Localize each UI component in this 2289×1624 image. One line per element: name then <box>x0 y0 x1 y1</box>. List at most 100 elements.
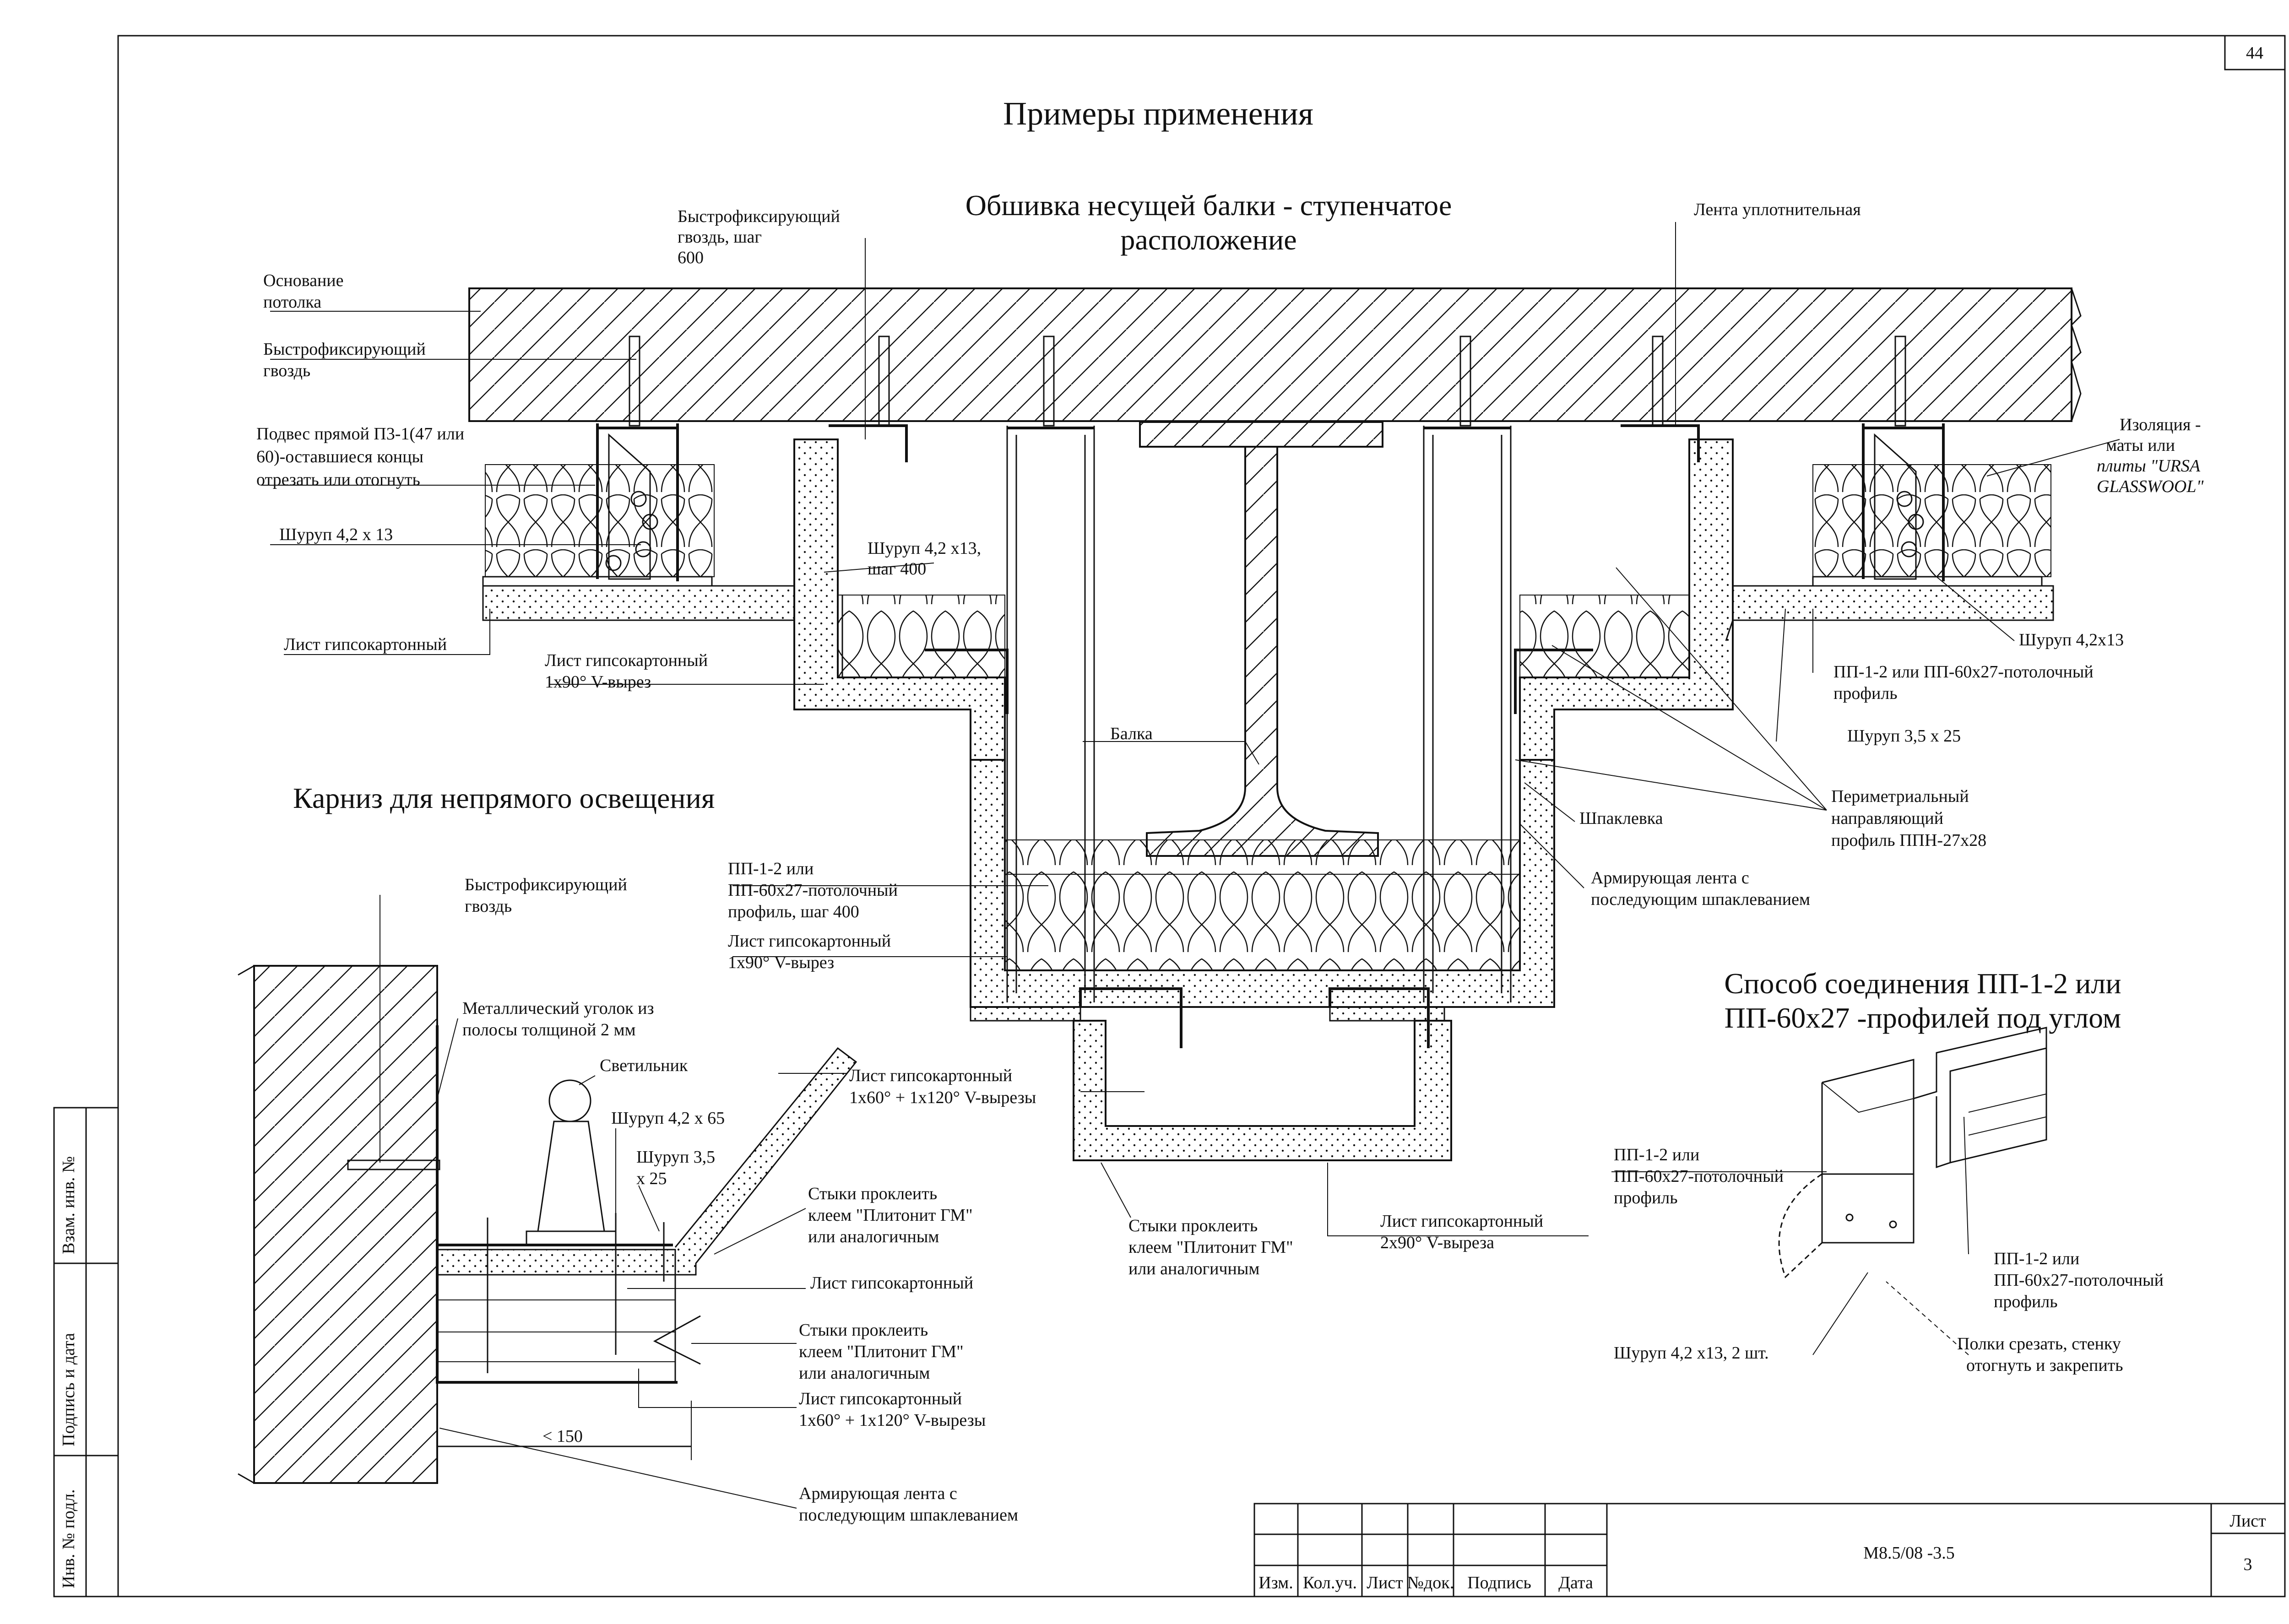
label-putty: Шпаклевка <box>1579 809 1663 828</box>
right-cladding <box>1514 336 2054 761</box>
label-pp-400-3: профиль, шаг 400 <box>728 902 859 921</box>
stamp-signature-date: Подпись и дата <box>59 1333 78 1446</box>
label-screw-35x25: Шуруп 3,5 х 25 <box>1847 726 1961 746</box>
label-joints-c1-2: клеем "Плитонит ГМ" <box>808 1206 973 1225</box>
sheet-frame: 44 <box>117 35 2286 1597</box>
label-ceiling-base-1: Основание <box>263 271 344 290</box>
joint-section-title-1: Способ соединения ПП-1-2 или <box>1724 967 2121 1000</box>
page-title: Примеры применения <box>1003 95 1313 132</box>
label-pp-joint-a-2: ПП-60х27-потолочный <box>1614 1167 1784 1186</box>
stamp-inv-original: Инв. № подл. <box>59 1489 78 1588</box>
label-gypsum-mid-1: Лист гипсокартонный <box>728 931 891 951</box>
label-ceiling-base-2: потолка <box>263 292 321 312</box>
cornice-section-title: Карниз для непрямого освещения <box>293 782 715 814</box>
label-pp-400-1: ПП-1-2 или <box>728 859 814 878</box>
label-gypsum-2x90-2: 2х90° V-выреза <box>1380 1233 1494 1252</box>
label-pp-joint-b-2: ПП-60х27-потолочный <box>1994 1271 2164 1290</box>
label-pp-400-2: ПП-60х27-потолочный <box>728 881 898 900</box>
label-joints-c1-1: Стыки проклеить <box>808 1184 937 1203</box>
label-joints-c2-1: Стыки проклеить <box>799 1321 928 1340</box>
center-lower-box <box>970 759 1555 1008</box>
wall-section <box>253 965 438 1484</box>
label-quick-nail-c-1: Быстрофиксирующий <box>465 875 627 894</box>
inner-left-profiles <box>1006 426 1095 1002</box>
label-reinforcing-c-1: Армирующая лента с <box>799 1484 957 1503</box>
label-screw-35x25-c-2: х 25 <box>636 1169 667 1188</box>
ceiling-slab <box>468 287 2072 422</box>
label-quick-nail-1: Быстрофиксирующий <box>263 340 426 359</box>
label-joints-glue-3: или аналогичным <box>1128 1259 1259 1278</box>
cornice-leader-lines <box>380 895 847 1509</box>
label-perimeter-2: направляющий <box>1831 809 1943 828</box>
label-perimeter-1: Периметриальный <box>1831 787 1969 806</box>
label-pp-joint-a-3: профиль <box>1614 1188 1678 1207</box>
tb-sheet-value: 3 <box>2244 1555 2252 1574</box>
label-cut-flanges-2: отогнуть и закрепить <box>1966 1356 2123 1375</box>
label-gypsum-sheet: Лист гипсокартонный <box>284 635 447 654</box>
label-perimeter-3: профиль ППН-27х28 <box>1831 831 1986 850</box>
label-pp-joint-b-3: профиль <box>1994 1292 2058 1311</box>
label-screw-35x25-c-1: Шуруп 3,5 <box>636 1148 715 1167</box>
cornice-drawing: Быстрофиксирующий гвоздь Металлический у… <box>238 875 1018 1525</box>
label-insulation-1: Изоляция - <box>2120 415 2201 434</box>
bottom-small-box <box>970 987 1452 1161</box>
label-screw-42x13: Шуруп 4,2 х 13 <box>279 525 393 544</box>
label-insulation-3: плиты "URSA <box>2097 456 2201 476</box>
label-hanger-2: 60)-оставшиеся концы <box>256 447 423 466</box>
tb-code: М8.5/08 -3.5 <box>1863 1543 1955 1563</box>
label-quick-nail-600-3: 600 <box>678 248 704 267</box>
beam-section-title-1: Обшивка несущей балки - ступенчатое <box>966 189 1452 222</box>
stamp-replace-inv: Взам. инв. № <box>59 1156 78 1254</box>
label-hanger-3: отрезать или отогнуть <box>256 470 420 489</box>
label-pp-profile-2: профиль <box>1833 684 1898 703</box>
label-joints-glue-2: клеем "Плитонит ГМ" <box>1128 1238 1293 1257</box>
label-quick-nail-c-2: гвоздь <box>465 897 512 916</box>
steel-i-beam <box>1139 421 1383 857</box>
label-cut-flanges-1: Полки срезать, стенку <box>1957 1334 2121 1353</box>
side-stamp: Взам. инв. № Подпись и дата Инв. № подл. <box>53 1107 119 1597</box>
joint-detail-drawing: ПП-1-2 или ПП-60х27-потолочный профиль П… <box>1611 1027 2164 1375</box>
tb-col-change: Изм. <box>1258 1573 1293 1592</box>
label-gypsum-mid-2: 1х90° V-вырез <box>728 953 834 972</box>
label-pp-profile-1: ПП-1-2 или ПП-60х27-потолочный <box>1833 662 2094 682</box>
label-sealing-tape: Лента уплотнительная <box>1694 200 1861 219</box>
label-insulation-2: маты или <box>2106 436 2175 455</box>
label-reinforcing-c-2: последующим шпаклеванием <box>799 1505 1018 1525</box>
label-quick-nail-600-2: гвоздь, шаг <box>678 227 762 247</box>
title-block: Лист 3 М8.5/08 -3.5 Изм. Кол.уч. Лист №д… <box>1253 1503 2286 1597</box>
label-screw-42x13-right: Шуруп 4,2х13 <box>2019 630 2124 650</box>
label-dim-150: < 150 <box>542 1427 583 1446</box>
label-screw-400-2: шаг 400 <box>868 559 926 579</box>
label-gypsum-bot-2: 1х60° + 1х120° V-вырезы <box>799 1411 986 1430</box>
label-gypsum-1x90-1: Лист гипсокартонный <box>545 651 708 670</box>
label-pp-joint-b-1: ПП-1-2 или <box>1994 1249 2079 1268</box>
beam-labels: Быстрофиксирующий гвоздь, шаг 600 Основа… <box>256 200 2204 1278</box>
label-joints-c1-3: или аналогичным <box>808 1227 939 1246</box>
tb-sheet-label: Лист <box>2229 1511 2266 1531</box>
label-screw-42x65: Шуруп 4,2 х 65 <box>611 1109 725 1128</box>
label-insulation-4: GLASSWOOL" <box>2097 477 2204 496</box>
lamp <box>526 1079 617 1246</box>
beam-cladding-drawing: Быстрофиксирующий гвоздь, шаг 600 Основа… <box>256 200 2204 1278</box>
label-gypsum-bot-1: Лист гипсокартонный <box>799 1389 962 1408</box>
label-joints-c2-2: клеем "Плитонит ГМ" <box>799 1342 964 1361</box>
label-metal-angle-1: Металлический уголок из <box>462 999 654 1018</box>
tb-col-date: Дата <box>1558 1573 1593 1592</box>
label-beam: Балка <box>1110 724 1153 743</box>
beam-leader-lines <box>261 222 2120 1236</box>
label-screw-400-1: Шуруп 4,2 х13, <box>868 539 981 558</box>
label-joints-glue-1: Стыки проклеить <box>1128 1216 1258 1235</box>
tb-col-qty: Кол.уч. <box>1303 1573 1357 1592</box>
tb-col-sheet: Лист <box>1367 1573 1403 1592</box>
label-gypsum-sheet-c: Лист гипсокартонный <box>810 1273 973 1293</box>
label-metal-angle-2: полосы толщиной 2 мм <box>462 1020 636 1039</box>
label-lamp: Светильник <box>600 1056 688 1075</box>
label-hanger-1: Подвес прямой П3-1(47 или <box>256 424 464 444</box>
label-quick-nail-600-1: Быстрофиксирующий <box>678 207 840 226</box>
label-pp-joint-a-1: ПП-1-2 или <box>1614 1145 1699 1164</box>
label-joints-c2-3: или аналогичным <box>799 1364 930 1383</box>
label-gypsum-2x90-1: Лист гипсокартонный <box>1380 1212 1543 1231</box>
sheet-number: 44 <box>2246 43 2263 63</box>
label-screw-2pcs: Шуруп 4,2 х13, 2 шт. <box>1614 1343 1769 1363</box>
label-gypsum-1x90-2: 1х90° V-вырез <box>545 672 651 692</box>
